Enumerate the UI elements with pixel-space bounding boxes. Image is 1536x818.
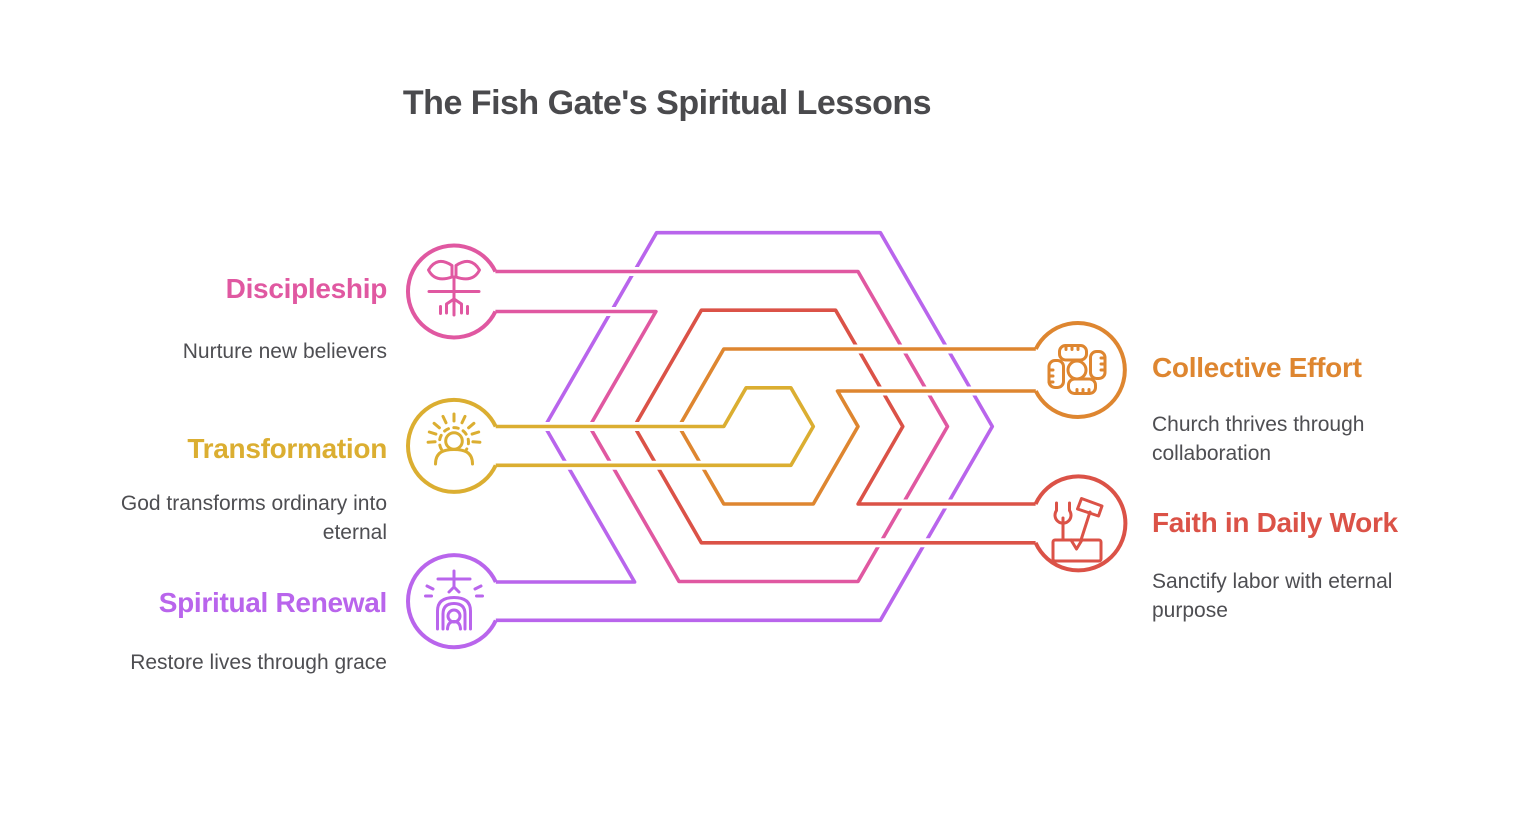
desc-transformation: God transforms ordinary into eternal bbox=[120, 492, 387, 544]
desc-spiritual-renewal: Restore lives through grace bbox=[130, 651, 387, 674]
page-title: The Fish Gate's Spiritual Lessons bbox=[402, 84, 932, 122]
label-faith-in-daily-work: Faith in Daily Work bbox=[1152, 507, 1398, 538]
transformation-ring bbox=[406, 383, 818, 494]
collective-effort-ring bbox=[674, 321, 1127, 509]
desc-discipleship: Nurture new believers bbox=[182, 340, 387, 363]
sprout-icon bbox=[427, 259, 481, 317]
label-collective-effort: Collective Effort bbox=[1152, 352, 1362, 383]
label-discipleship: Discipleship bbox=[225, 273, 388, 304]
label-transformation: Transformation bbox=[187, 433, 387, 464]
faith-in-daily-work-ring bbox=[629, 305, 1128, 573]
label-spiritual-renewal: Spiritual Renewal bbox=[158, 587, 388, 618]
desc-collective-effort: Church thrives through collaboration bbox=[1152, 413, 1365, 465]
radiant-person-icon bbox=[426, 412, 482, 466]
desc-faith-in-daily-work: Sanctify labor with eternal purpose bbox=[1152, 570, 1393, 622]
discipleship-ring bbox=[405, 243, 952, 586]
spiritual-renewal-ring bbox=[406, 228, 997, 650]
joined-hands-icon bbox=[1047, 344, 1107, 395]
dove-person-icon bbox=[424, 569, 484, 631]
tools-icon bbox=[1051, 497, 1104, 563]
